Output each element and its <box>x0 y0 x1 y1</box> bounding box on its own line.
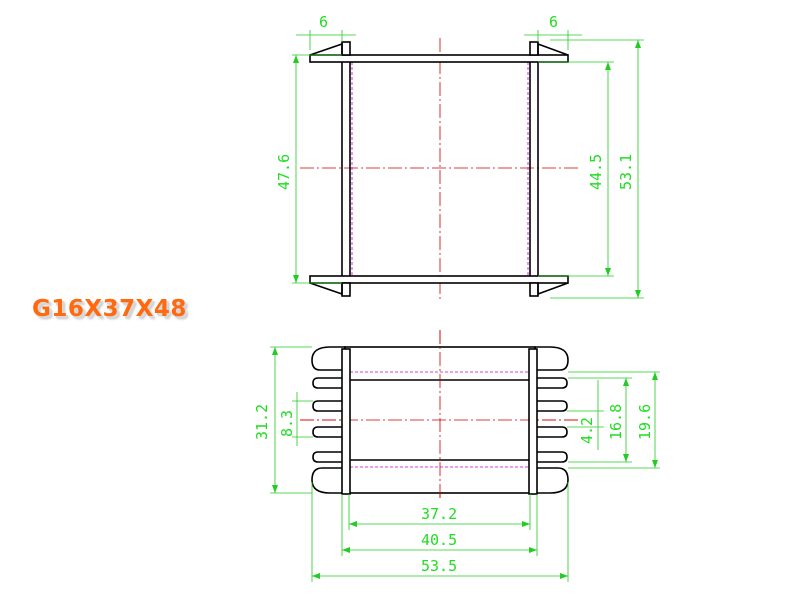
dim-bottom-overall-height: 31.2 <box>253 404 271 440</box>
dim-bottom-window-length: 37.2 <box>421 505 457 523</box>
dim-bottom-overall-length: 53.5 <box>421 557 457 575</box>
dim-arrow <box>529 547 537 553</box>
dim-top-inner-height: 47.6 <box>275 154 293 190</box>
top-view-upper-flange <box>309 54 569 63</box>
dim-bottom-slot-width: 4.2 <box>578 417 596 444</box>
dim-arrow <box>605 268 611 276</box>
dim-arrow <box>623 454 629 462</box>
bottom-view-pin-right <box>528 348 538 495</box>
top-view-pin-top-left <box>341 41 351 56</box>
top-view: 6 6 47.6 44.5 53.1 <box>275 13 644 300</box>
dim-arrow <box>312 573 320 579</box>
top-view-pin-top-right <box>529 41 539 56</box>
top-view-pin-bottom-right <box>529 282 539 297</box>
dim-arrow <box>635 290 641 298</box>
part-number-label: G16X37X48 <box>32 296 187 322</box>
top-view-wedge-bottom-right <box>537 282 569 296</box>
dim-arrow <box>349 521 357 527</box>
dim-arrow <box>293 55 299 63</box>
bottom-view-pin-left <box>341 348 351 495</box>
dim-bottom-inner-length: 40.5 <box>421 531 457 549</box>
dim-arrow <box>342 547 350 553</box>
dim-arrow <box>272 485 278 493</box>
top-view-wedge-bottom-left <box>309 282 343 296</box>
dim-top-left-flange: 6 <box>319 13 328 31</box>
dim-arrow <box>522 521 530 527</box>
dim-arrow <box>652 372 658 380</box>
dim-arrow <box>652 460 658 468</box>
dim-arrow <box>635 40 641 48</box>
dim-arrow <box>272 347 278 355</box>
top-view-lower-flange <box>309 275 569 284</box>
dim-bottom-inner-width: 16.8 <box>607 404 625 440</box>
top-view-wedge-top-right <box>537 42 569 56</box>
dim-arrow <box>605 62 611 70</box>
dim-top-overall-height: 53.1 <box>617 154 635 190</box>
dim-top-right-flange: 6 <box>549 13 558 31</box>
dim-arrow <box>560 573 568 579</box>
dim-arrow <box>293 275 299 283</box>
dim-bottom-slot-pitch: 8.3 <box>278 410 296 437</box>
dim-bottom-outer-width: 19.6 <box>636 404 654 440</box>
top-view-pin-bottom-left <box>341 282 351 297</box>
dim-arrow <box>623 378 629 386</box>
dim-top-window-height: 44.5 <box>587 154 605 190</box>
top-view-wedge-top-left <box>309 42 343 56</box>
bottom-view: 31.2 8.3 4.2 16.8 19.6 37.2 <box>253 330 660 582</box>
